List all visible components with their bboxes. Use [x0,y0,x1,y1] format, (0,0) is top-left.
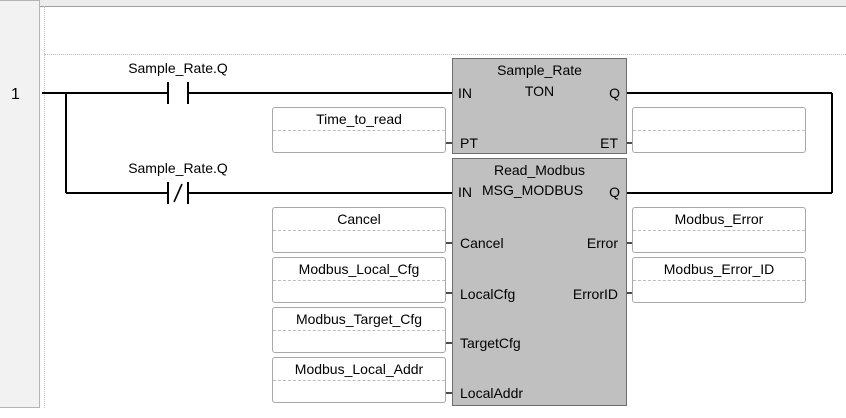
msg-pin-q: Q [609,184,620,200]
msg-pin-targetcfg: TargetCfg [460,335,521,351]
ton-pin-in: IN [458,85,472,101]
ton-pin-q: Q [609,85,620,101]
var-name[interactable]: Modbus_Local_Addr [273,358,445,381]
rung-number[interactable]: 1 [11,86,20,103]
var-box-local-addr[interactable]: Modbus_Local_Addr [272,357,446,403]
msg-type: MSG_MODBUS [482,182,584,198]
ton-type: TON [524,83,555,99]
rung-header-band [40,0,846,7]
var-name[interactable]: Cancel [273,208,445,231]
var-name[interactable]: Modbus_Error [633,208,805,231]
grid-edge [44,6,46,408]
var-name[interactable]: Modbus_Target_Cfg [273,308,445,331]
var-box-cancel[interactable]: Cancel [272,207,446,253]
var-box-modbus-error-id[interactable]: Modbus_Error_ID [632,257,806,303]
contact-2-slash [173,183,183,203]
contact-1-label[interactable]: Sample_Rate.Q [128,60,228,76]
var-name[interactable]: Modbus_Local_Cfg [273,258,445,281]
msg-pin-errorid: ErrorID [572,286,618,302]
var-box-modbus-error[interactable]: Modbus_Error [632,207,806,253]
ton-pin-et: ET [600,135,618,151]
var-box-time-to-read[interactable]: Time_to_read [272,107,446,153]
msg-modbus-function-block[interactable]: Read_Modbus IN MSG_MODBUS Q Cancel Error… [452,158,627,406]
msg-pin-error: Error [586,235,618,251]
rung-gutter [0,0,40,408]
msg-instance-name[interactable]: Read_Modbus [493,162,586,178]
ton-function-block[interactable]: Sample_Rate TON IN Q PT ET [452,58,627,154]
ton-pin-pt: PT [460,135,478,151]
ton-instance-name[interactable]: Sample_Rate [497,62,582,78]
var-box-local-cfg[interactable]: Modbus_Local_Cfg [272,257,446,303]
grid-line [44,54,846,56]
var-box-target-cfg[interactable]: Modbus_Target_Cfg [272,307,446,353]
var-name[interactable]: Time_to_read [273,108,445,131]
var-name[interactable] [633,108,805,131]
contact-2-label[interactable]: Sample_Rate.Q [128,160,228,176]
var-box-et-output[interactable] [632,107,806,153]
msg-pin-localcfg: LocalCfg [460,286,516,302]
var-name[interactable]: Modbus_Error_ID [633,258,805,281]
msg-pin-localaddr: LocalAddr [460,385,524,401]
msg-pin-cancel: Cancel [460,235,504,251]
msg-pin-in: IN [458,184,472,200]
